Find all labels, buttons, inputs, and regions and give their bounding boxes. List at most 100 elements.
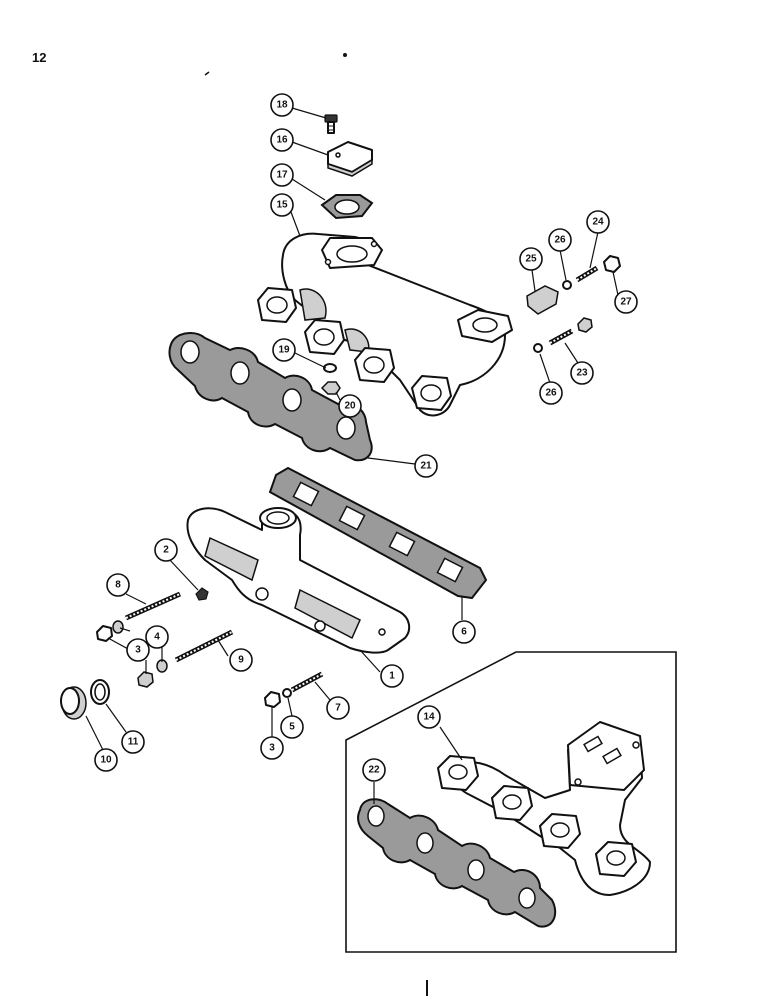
- leader-3a: [107, 637, 131, 651]
- callout-26-lower: 26: [539, 381, 563, 405]
- leader-4a: [119, 627, 131, 632]
- callout-18-label: 18: [276, 100, 288, 111]
- callout-8: 8: [106, 573, 130, 597]
- callout-22-label: 22: [368, 765, 380, 776]
- washer-4-upper: [112, 620, 124, 634]
- callout-11: 11: [121, 730, 145, 754]
- callout-22: 22: [362, 758, 386, 782]
- gasket-21: [168, 332, 373, 462]
- callout-9: 9: [229, 648, 253, 672]
- washer-26-lower: [533, 343, 543, 353]
- callout-3-upper-label: 3: [135, 645, 141, 656]
- leader-26a: [559, 249, 567, 281]
- callout-27-label: 27: [620, 297, 632, 308]
- ring-11: [90, 679, 110, 705]
- leader-1: [359, 649, 381, 673]
- leader-20: [335, 391, 341, 401]
- callout-6-label: 6: [461, 627, 467, 638]
- callout-26-upper-label: 26: [554, 235, 566, 246]
- bolt-18: [324, 114, 338, 134]
- exhaust-manifold-14: [437, 721, 651, 896]
- callout-3-lower: 3: [260, 736, 284, 760]
- callout-24: 24: [586, 210, 610, 234]
- callout-5: 5: [280, 715, 304, 739]
- leader-5: [287, 697, 293, 717]
- callout-23: 23: [570, 361, 594, 385]
- stud-8: [124, 591, 182, 621]
- callout-17-label: 17: [276, 170, 288, 181]
- callout-25: 25: [519, 247, 543, 271]
- washer-19: [323, 363, 337, 373]
- callout-10: 10: [94, 748, 118, 772]
- callout-19-label: 19: [278, 345, 290, 356]
- stray-dot: [343, 53, 347, 57]
- gasket-17: [320, 194, 374, 220]
- leader-11: [105, 703, 127, 733]
- leader-2: [167, 557, 199, 591]
- callout-15: 15: [270, 193, 294, 217]
- leader-16: [291, 141, 329, 156]
- leader-9: [217, 639, 229, 657]
- nut-20: [320, 381, 341, 395]
- nut-27-upper: [603, 255, 621, 273]
- callout-3-lower-label: 3: [269, 743, 275, 754]
- intake-manifold-1: [186, 507, 411, 654]
- callout-18: 18: [270, 93, 294, 117]
- clamp-25: [526, 285, 559, 315]
- callout-14-label: 14: [423, 712, 435, 723]
- callout-10-label: 10: [100, 755, 112, 766]
- callout-4-label: 4: [154, 632, 160, 643]
- callout-6: 6: [452, 620, 476, 644]
- leader-14: [439, 726, 463, 761]
- callout-26-upper: 26: [548, 228, 572, 252]
- leader-10: [85, 715, 104, 751]
- leader-27: [612, 271, 619, 296]
- nut-3-middle: [137, 671, 154, 688]
- callout-7: 7: [326, 696, 350, 720]
- inset-frame: [345, 651, 677, 953]
- callout-3-upper: 3: [126, 638, 150, 662]
- callout-25-label: 25: [525, 254, 537, 265]
- leader-24: [589, 231, 599, 269]
- callout-24-label: 24: [592, 217, 604, 228]
- leader-18: [291, 107, 327, 119]
- callout-21: 21: [414, 454, 438, 478]
- leader-15: [290, 211, 301, 237]
- stud-9: [174, 629, 234, 663]
- stray-mark: [204, 71, 210, 76]
- callout-11-label: 11: [128, 737, 139, 748]
- callout-19: 19: [272, 338, 296, 362]
- gasket-22: [357, 798, 557, 928]
- callout-4: 4: [145, 625, 169, 649]
- callout-27: 27: [614, 290, 638, 314]
- page-number: 12: [32, 50, 47, 65]
- callout-7-label: 7: [335, 703, 341, 714]
- callout-26-lower-label: 26: [545, 388, 557, 399]
- stud-23: [548, 328, 574, 346]
- cap-10: [60, 686, 87, 720]
- callout-16-label: 16: [276, 135, 288, 146]
- plug-2: [195, 587, 209, 601]
- callout-1-label: 1: [389, 671, 395, 682]
- callout-21-label: 21: [420, 461, 432, 472]
- exhaust-manifold-15: [257, 232, 513, 417]
- washer-26-upper: [562, 280, 572, 290]
- callout-5-label: 5: [289, 722, 295, 733]
- leader-7: [314, 681, 331, 701]
- washer-5: [282, 688, 292, 698]
- callout-9-label: 9: [238, 655, 244, 666]
- callout-20-label: 20: [344, 401, 356, 412]
- callout-20: 20: [338, 394, 362, 418]
- callout-8-label: 8: [115, 580, 121, 591]
- leader-17: [291, 178, 326, 201]
- cover-plate-16: [327, 141, 373, 177]
- leader-21: [367, 457, 416, 465]
- callout-23-label: 23: [576, 368, 588, 379]
- stud-24: [575, 265, 599, 283]
- leader-19: [294, 352, 327, 369]
- callout-15-label: 15: [276, 200, 288, 211]
- gasket-6: [268, 466, 488, 600]
- leader-23: [564, 342, 579, 364]
- callout-1: 1: [380, 664, 404, 688]
